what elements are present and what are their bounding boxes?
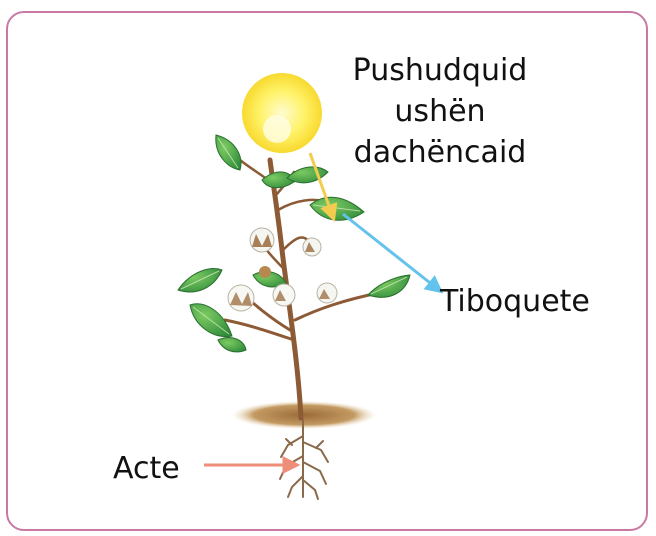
leaf-label: Tiboquete	[440, 281, 590, 322]
sunlight-label-line-3: dachëncaid	[330, 132, 550, 173]
leaf-arrow	[343, 214, 439, 290]
roots	[280, 420, 328, 499]
sunlight-label-line-2: ushën	[330, 91, 550, 132]
sunlight-label-line-1: Pushudquid	[330, 50, 550, 91]
sunlight-label: Pushudquid ushën dachëncaid	[330, 50, 550, 173]
root-label: Acte	[113, 448, 180, 489]
sun-icon	[242, 73, 322, 153]
